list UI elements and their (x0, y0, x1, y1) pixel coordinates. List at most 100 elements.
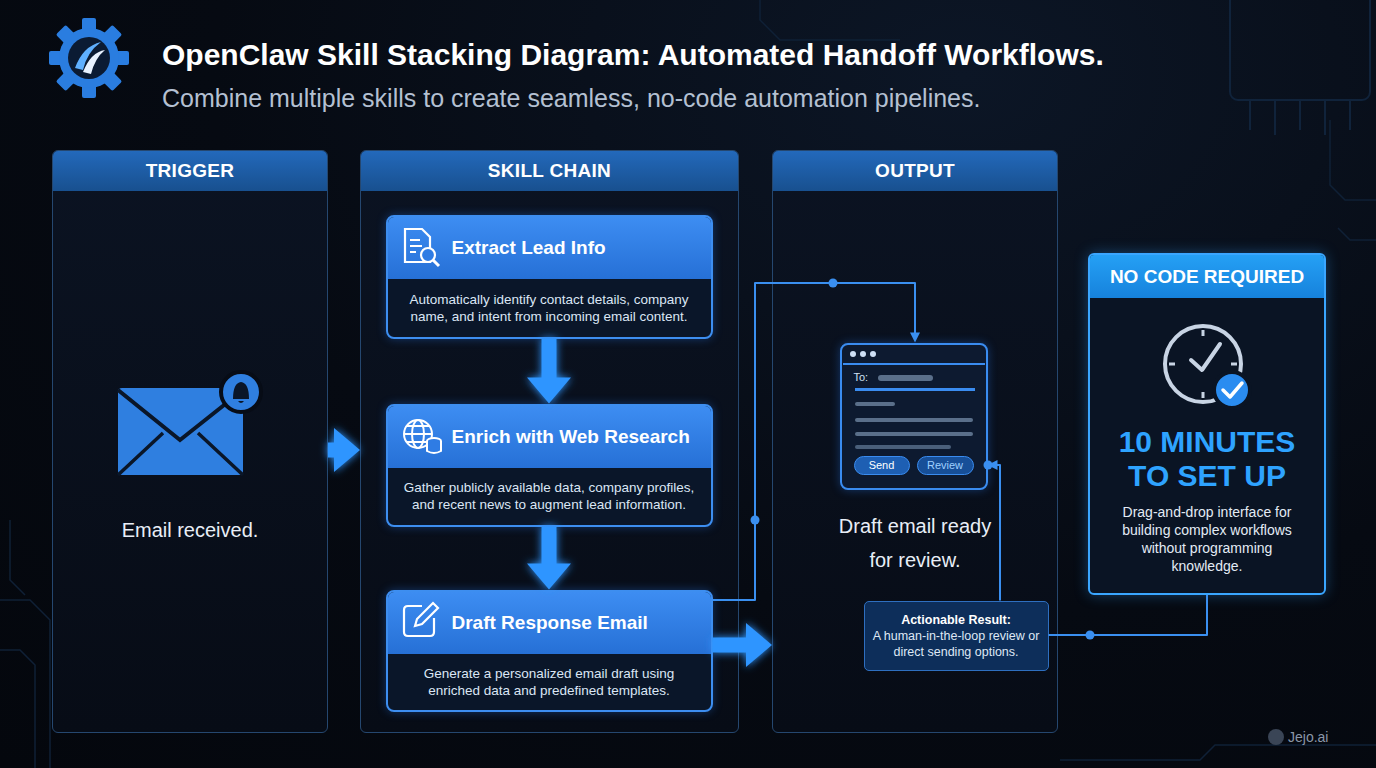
logo-gear (49, 18, 129, 98)
magnifier-handle (433, 260, 439, 266)
arrowhead (527, 564, 571, 590)
trigger-column: TRIGGEREmail received. (52, 150, 328, 733)
skill-description: Automatically identify contact details, … (388, 291, 711, 325)
connector-dot (829, 279, 838, 288)
arrowhead (910, 333, 920, 343)
recipient-label: To: (854, 371, 869, 383)
window-chrome (843, 351, 985, 449)
skill-chain-column: SKILL CHAIN Extract Lead InfoAutomaticall… (360, 150, 739, 733)
gear-tooth (102, 71, 122, 91)
connector-line (996, 465, 1000, 601)
column-text: Email received. (63, 513, 317, 547)
box-header: NO CODE REQUIRED (1090, 255, 1324, 298)
watermark-logo (1268, 729, 1284, 745)
column-title: OUTPUT (875, 160, 955, 182)
notification-bell-badge (221, 372, 261, 412)
connector (1049, 595, 1208, 640)
gear-tooth (49, 51, 63, 65)
arrowhead (527, 378, 571, 404)
watermark: Jejo.ai (1288, 729, 1328, 745)
diagram-title: OpenClaw Skill Stacking Diagram: Automat… (162, 38, 1104, 72)
placeholder-line (855, 388, 975, 391)
placeholder-bar (855, 445, 951, 449)
envelope-flap (118, 390, 243, 440)
clock-icon (1165, 326, 1250, 408)
circuit-trace (1338, 228, 1376, 240)
clock-hands (1191, 344, 1220, 370)
skill-title: Draft Response Email (452, 612, 648, 634)
circuit-trace (10, 520, 25, 595)
placeholder-bar (855, 402, 895, 406)
pencil (415, 603, 438, 626)
connector-line (328, 443, 338, 458)
skill-header: Extract Lead Info (388, 217, 711, 279)
connector (713, 623, 773, 667)
edit-square (404, 606, 434, 636)
gear-tooth (56, 71, 76, 91)
envelope-fold (118, 433, 243, 475)
globe-meridian (412, 420, 424, 448)
chip-pins (1250, 100, 1350, 135)
skill-description: Generate a personalized email draft usin… (388, 665, 711, 699)
skill-title: Extract Lead Info (452, 237, 606, 259)
callout-heading: Actionable Result: (873, 612, 1040, 628)
connector-dot (1086, 631, 1095, 640)
skill-title: Enrich with Web Research (452, 426, 690, 448)
bell-symbol (233, 382, 249, 403)
callout-text: A human-in-the-loop review or direct sen… (873, 628, 1040, 660)
column-title: SKILL CHAIN (488, 160, 611, 182)
gear-tooth (102, 25, 122, 45)
connector (713, 279, 921, 601)
placeholder-bar (855, 432, 973, 436)
claw-mark (83, 50, 105, 74)
document-lines (410, 240, 422, 252)
gear-tooth (82, 84, 96, 98)
box-title: NO CODE REQUIRED (1110, 266, 1304, 288)
highlight-figure: 10 MINUTES TO SET UP (1106, 425, 1308, 493)
column-text: Draft email ready for review. (825, 509, 1005, 577)
skill-body: Automatically identify contact details, … (388, 279, 711, 337)
connector-dot (751, 516, 760, 525)
email-draft-window: To:SendReview (840, 343, 988, 490)
arrowhead (988, 460, 998, 470)
chip (1230, 0, 1370, 100)
magnifier (421, 248, 435, 262)
connector-line (713, 638, 750, 653)
skill-box: Draft Response EmailGenerate a personali… (386, 590, 713, 712)
connector (984, 460, 1001, 601)
connector (328, 428, 360, 472)
box-description: Drag-and-drop interface for building com… (1112, 503, 1302, 575)
window-button: Send (854, 456, 910, 475)
connector-line (713, 283, 916, 600)
setup-info-box: NO CODE REQUIRED 10 MINUTES TO SET UP Drag… (1088, 253, 1326, 595)
gear-tooth (56, 25, 76, 45)
connector-line (1049, 595, 1208, 635)
window-dot (870, 351, 876, 357)
column-header: OUTPUT (773, 151, 1057, 191)
database-body (427, 441, 441, 453)
database-top (427, 438, 441, 444)
placeholder-bar (855, 418, 973, 422)
gear-body (59, 28, 119, 88)
placeholder-bar (878, 375, 933, 381)
arrowhead (334, 428, 360, 472)
column-header: SKILL CHAIN (361, 151, 738, 191)
claw-mark (75, 42, 101, 70)
connector (527, 527, 571, 590)
circuit-trace (1330, 120, 1376, 200)
circuit-trace (0, 600, 50, 768)
chip-outline (1230, 0, 1370, 135)
result-callout: Actionable Result:A human-in-the-loop re… (864, 601, 1049, 671)
skill-header: Enrich with Web Research (388, 406, 711, 468)
draft-icon (404, 603, 438, 636)
check-mark (1223, 383, 1242, 397)
skill-box: Enrich with Web ResearchGather publicly … (386, 404, 713, 527)
skill-box: Extract Lead InfoAutomatically identify … (386, 215, 713, 339)
output-column: OUTPUT Draft email ready for review. To: Se… (772, 150, 1058, 733)
connector-line (542, 339, 557, 382)
circuit-trace (760, 0, 900, 40)
document-outline (405, 229, 430, 262)
skill-body: Generate a personalized email draft usin… (388, 654, 711, 710)
gear-hole (68, 37, 110, 79)
clock-ticks (1169, 330, 1237, 398)
